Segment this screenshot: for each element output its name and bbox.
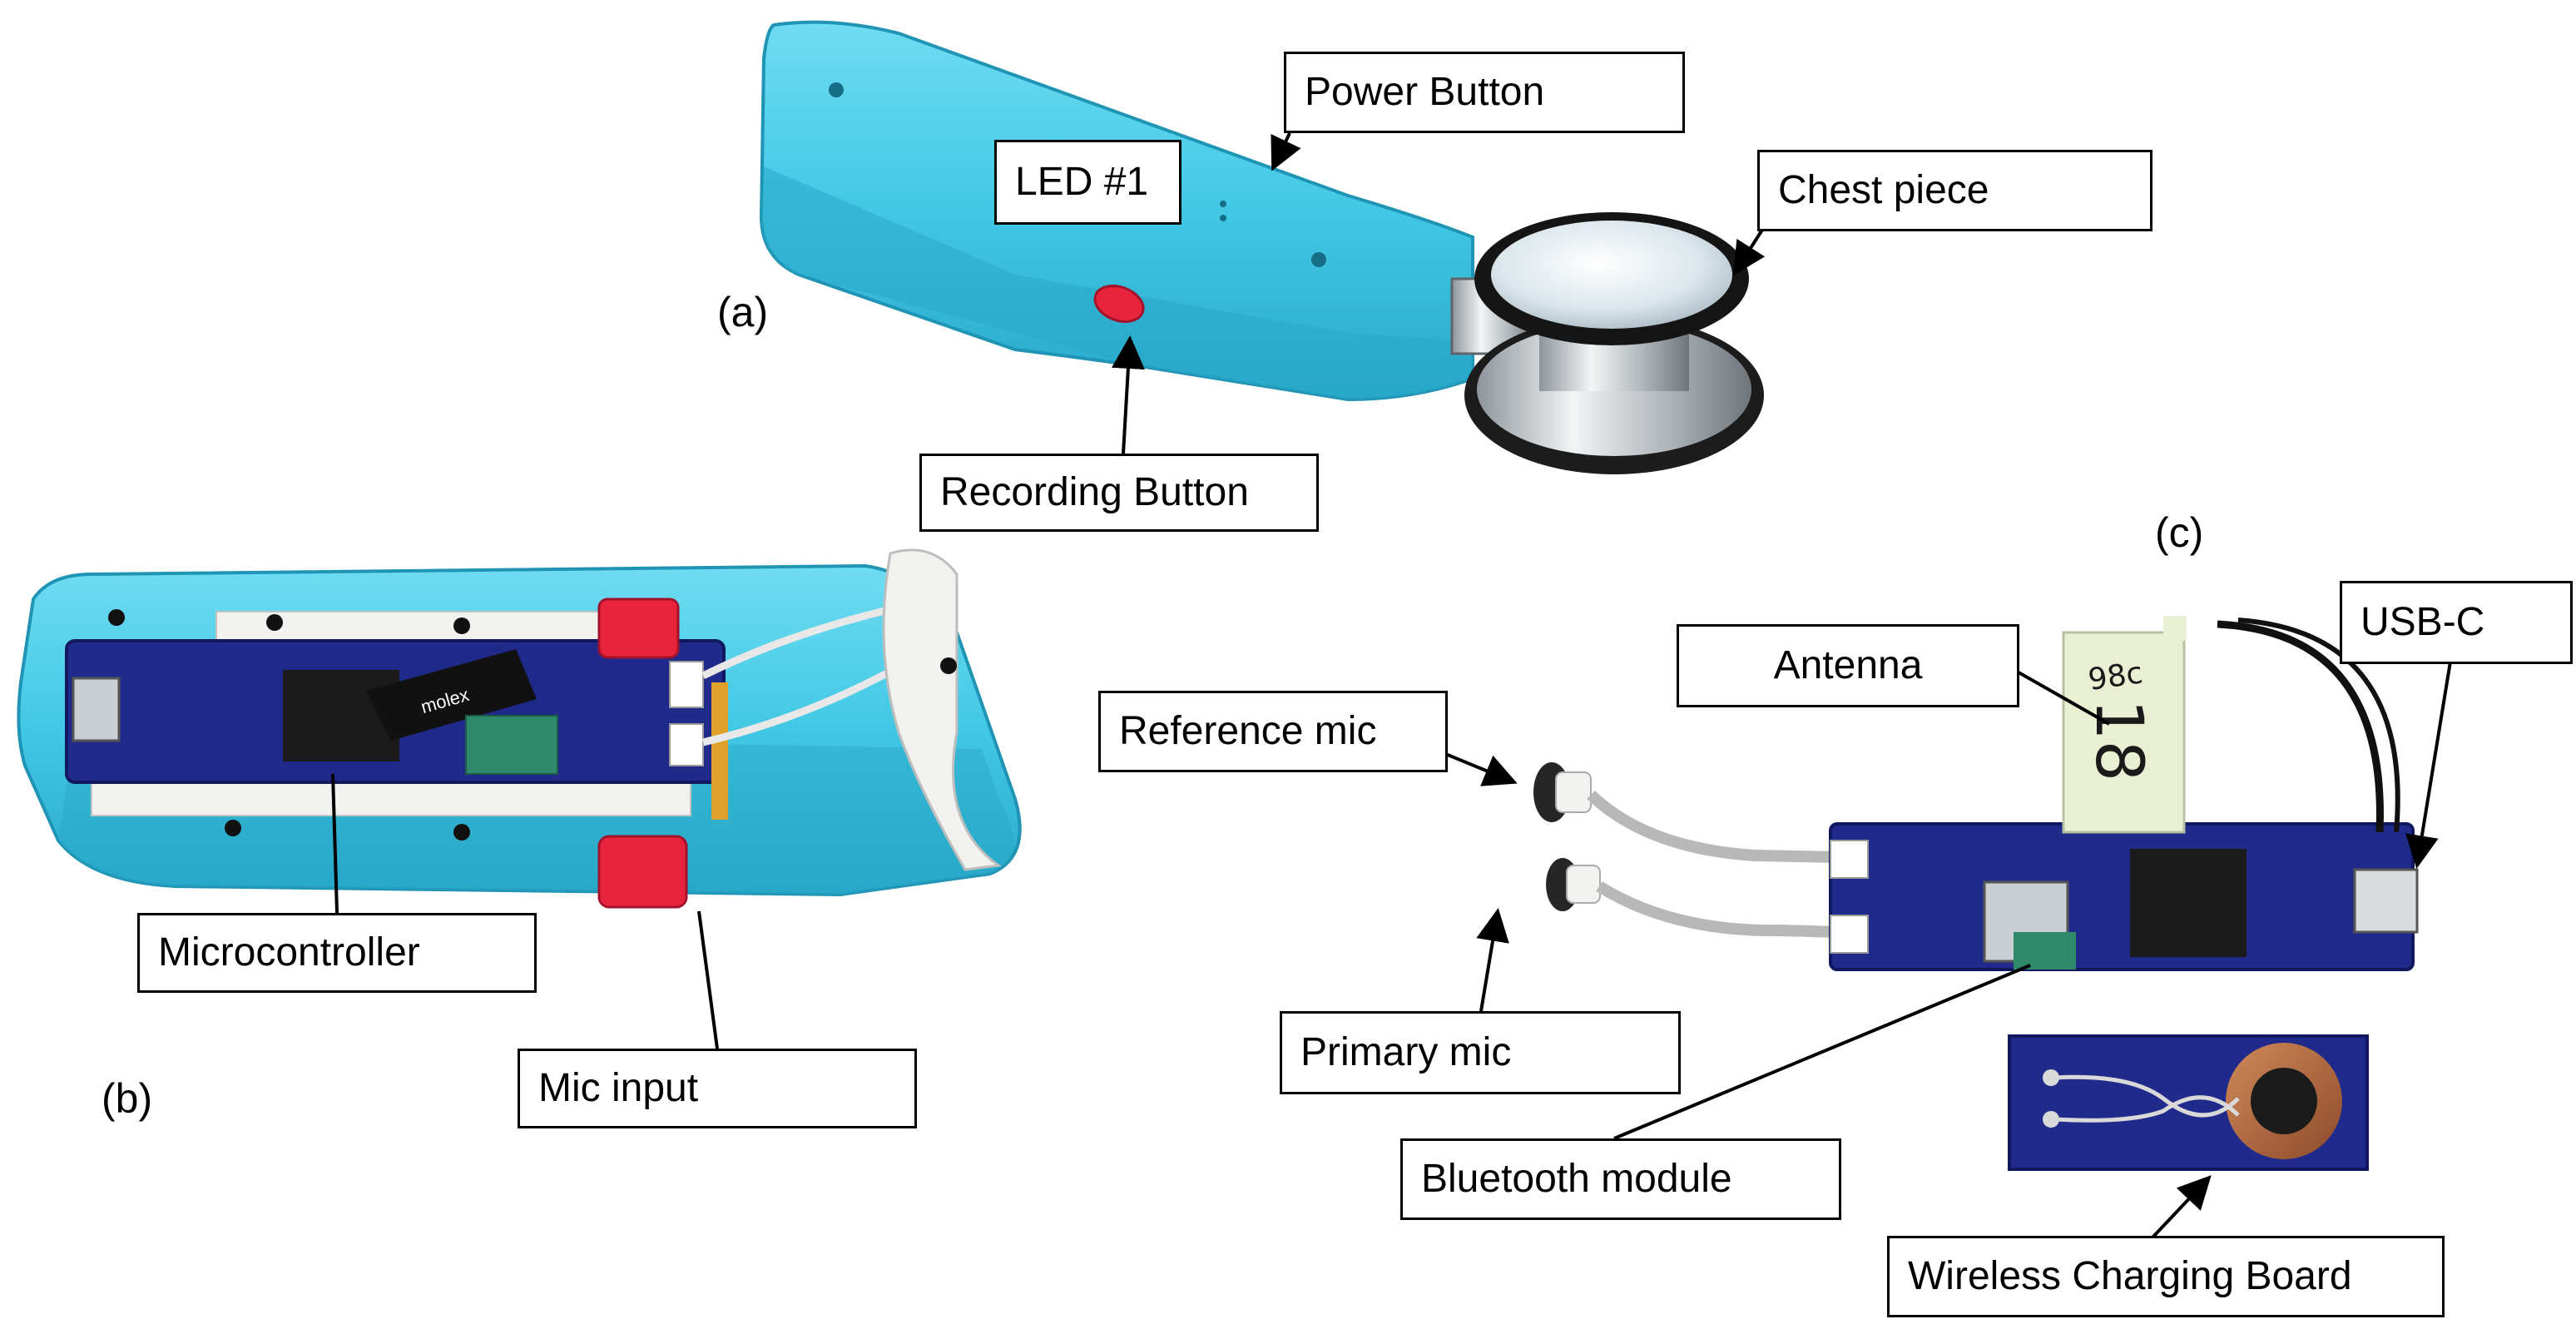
callout-lines <box>331 132 2452 1254</box>
panel-label-c: (c) <box>2155 509 2204 556</box>
usb-c-label: USB-C <box>2340 581 2573 664</box>
microcontroller-label: Microcontroller <box>137 913 537 993</box>
mic-input-label: Mic input <box>518 1049 917 1128</box>
primary-mic-arrow <box>1476 908 1509 1012</box>
usb-c-arrow <box>2405 661 2452 869</box>
led-label: LED #1 <box>994 140 1181 225</box>
power-button-label: Power Button <box>1284 52 1685 133</box>
panel-label-b: (b) <box>102 1075 153 1122</box>
chest-piece-label: Chest piece <box>1757 150 2152 231</box>
electronics-photo: 98c 18 <box>1533 616 2419 1171</box>
antenna-leader <box>2006 664 2110 726</box>
reference-mic-label: Reference mic <box>1098 691 1448 772</box>
power-button-arrow <box>1271 132 1301 171</box>
antenna-note-line1: 98c <box>2086 656 2145 697</box>
reference-mic-arrow <box>1443 751 1518 786</box>
microcontroller-leader <box>331 773 339 914</box>
stethoscope-device-photo <box>759 20 1764 474</box>
bluetooth-module-leader <box>1613 964 2031 1140</box>
primary-mic-label: Primary mic <box>1280 1011 1681 1094</box>
mic-input-leader <box>697 910 719 1049</box>
open-housing-photo: molex <box>17 548 1022 909</box>
panel-label-a: (a) <box>717 289 769 335</box>
recording-button-label: Recording Button <box>919 454 1319 532</box>
bluetooth-module-label: Bluetooth module <box>1400 1138 1841 1220</box>
antenna-label: Antenna <box>1677 624 2019 707</box>
recording-button-arrow <box>1111 335 1145 454</box>
antenna-note-line2: 18 <box>2081 699 2156 781</box>
wireless-charging-board-label: Wireless Charging Board <box>1887 1236 2445 1317</box>
